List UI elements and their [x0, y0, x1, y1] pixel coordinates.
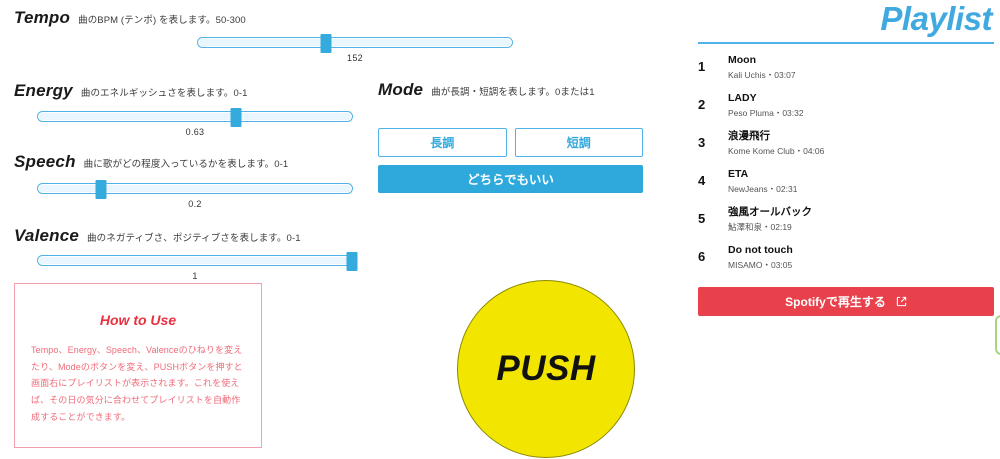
slider-speech-thumb[interactable] [95, 180, 107, 199]
track-title: LADY [728, 92, 757, 104]
slider-speech-value: 0.2 [188, 199, 202, 209]
param-desc-energy: 曲のエネルギッシュさを表します。0-1 [80, 88, 248, 99]
track-row[interactable]: 3 浪漫飛行 Kome Kome Club・04:06 [698, 128, 994, 166]
track-number: 5 [698, 211, 706, 226]
slider-energy[interactable]: 0.63 [37, 108, 353, 137]
track-row[interactable]: 5 強風オールバック鮎澤和泉・02:19 [698, 204, 994, 242]
track-number: 4 [698, 173, 706, 188]
slider-tempo-rail[interactable] [197, 34, 513, 53]
track-meta: Kome Kome Club・04:06 [728, 145, 825, 156]
param-desc-valence: 曲のネガティブさ、ポジティブさを表します。0-1 [87, 233, 301, 244]
track-info: 強風オールバック鮎澤和泉・02:19 [728, 204, 994, 234]
mode-button-major[interactable]: 長調 [378, 128, 507, 157]
slider-valence-rail[interactable] [37, 252, 358, 271]
slider-valence-value: 1 [192, 271, 198, 281]
track-meta: NewJeans・02:31 [728, 183, 798, 194]
external-link-icon [896, 296, 907, 307]
slider-tempo-value: 152 [347, 53, 363, 63]
slider-valence-thumb[interactable] [346, 252, 358, 271]
param-label-energy: Energy 曲のエネルギッシュさを表します。0-1 [14, 81, 248, 101]
slider-speech[interactable]: 0.2 [37, 180, 353, 209]
track-row[interactable]: 4 ETA NewJeans・02:31 [698, 166, 994, 204]
slider-energy-rail[interactable] [37, 108, 353, 127]
mode-button-minor[interactable]: 短調 [514, 128, 643, 157]
track-meta: MISAMO・03:05 [728, 259, 793, 270]
slider-valence[interactable]: 1 [37, 252, 358, 281]
param-desc-mode: 曲が長調・短調を表します。0または1 [431, 87, 595, 98]
track-meta: Peso Pluma・03:32 [728, 107, 804, 118]
how-to-use-title: How to Use [99, 312, 177, 328]
track-title: Moon [728, 54, 756, 66]
slider-energy-value: 0.63 [185, 127, 205, 137]
param-desc-tempo: 曲のBPM (テンポ) を表します。50-300 [78, 15, 246, 26]
playlist-title: Playlist [880, 0, 992, 37]
push-button[interactable]: PUSH [457, 280, 635, 458]
green-side-tab[interactable] [995, 315, 1000, 355]
how-to-use-box: How to Use Tempo、Energy、Speech、Valenceのひ… [14, 283, 262, 448]
mode-button-any[interactable]: どちらでもいい [378, 165, 643, 193]
track-info: ETA NewJeans・02:31 [728, 166, 994, 196]
how-to-use-body: Tempo、Energy、Speech、Valenceのひねりを変えたり、Mod… [31, 345, 243, 422]
slider-tempo-thumb[interactable] [320, 34, 332, 53]
spotify-play-label: Spotifyで再生する [785, 295, 886, 309]
param-label-speech: Speech 曲に歌がどの程度入っているかを表します。0-1 [14, 152, 288, 172]
track-info: 浪漫飛行 Kome Kome Club・04:06 [728, 128, 994, 158]
track-number: 3 [698, 135, 706, 150]
track-row[interactable]: 2 LADY Peso Pluma・03:32 [698, 90, 994, 128]
slider-valence-track [39, 257, 351, 264]
param-desc-speech: 曲に歌がどの程度入っているかを表します。0-1 [83, 159, 289, 170]
param-name-energy: Energy [14, 81, 73, 100]
track-title: 浪漫飛行 [728, 130, 770, 142]
track-meta: Kali Uchis・03:07 [728, 69, 796, 80]
param-label-valence: Valence 曲のネガティブさ、ポジティブさを表します。0-1 [14, 226, 301, 246]
slider-energy-thumb[interactable] [230, 108, 242, 127]
slider-speech-rail[interactable] [37, 180, 353, 199]
param-name-valence: Valence [14, 226, 80, 245]
param-name-mode: Mode [378, 80, 424, 99]
slider-tempo[interactable]: 152 [197, 34, 513, 63]
track-meta: 鮎澤和泉・02:19 [728, 221, 792, 232]
playlist-divider [698, 42, 994, 44]
slider-energy-track [39, 113, 351, 120]
track-info: LADY Peso Pluma・03:32 [728, 90, 994, 120]
push-button-label: PUSH [496, 349, 596, 388]
param-name-speech: Speech [14, 152, 76, 171]
spotify-play-button[interactable]: Spotifyで再生する [698, 287, 994, 316]
slider-tempo-track [199, 39, 511, 46]
track-title: ETA [728, 168, 749, 180]
track-title: Do not touch [728, 244, 793, 256]
slider-speech-track [39, 185, 351, 192]
track-number: 2 [698, 97, 706, 112]
track-number: 1 [698, 59, 706, 74]
track-title: 強風オールバック [728, 206, 812, 218]
mode-block: Mode 曲が長調・短調を表します。0または1 長調 短調 どちらでもいい [378, 80, 643, 193]
controls-panel: Tempo 曲のBPM (テンポ) を表します。50-300 152 Energ… [14, 8, 643, 458]
track-number: 6 [698, 249, 706, 264]
mode-button-row: 長調 短調 [378, 128, 643, 157]
param-label-tempo: Tempo 曲のBPM (テンポ) を表します。50-300 [14, 8, 246, 28]
param-label-mode: Mode 曲が長調・短調を表します。0または1 [378, 80, 643, 100]
param-name-tempo: Tempo [14, 8, 71, 27]
